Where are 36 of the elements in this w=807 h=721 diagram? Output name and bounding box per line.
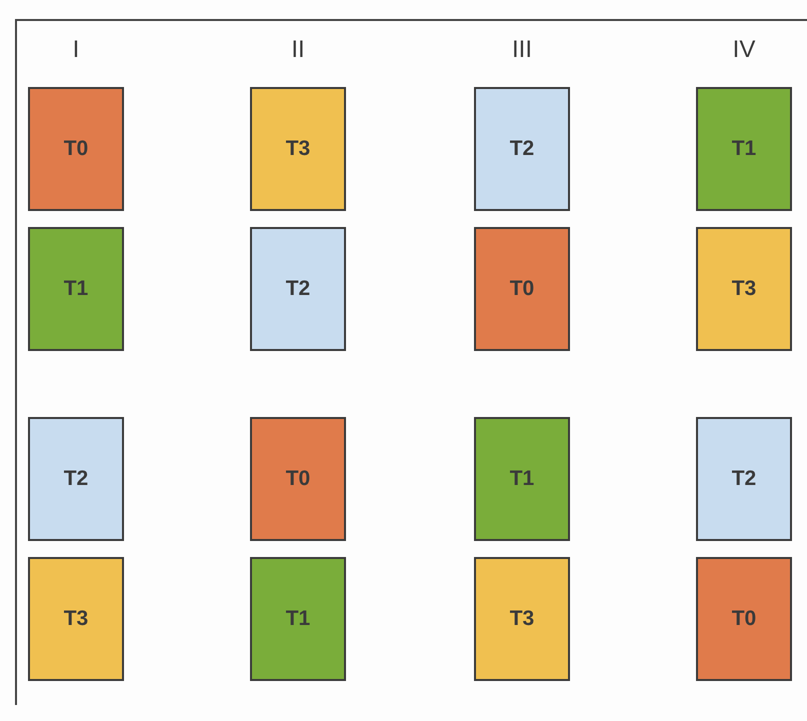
colored-box [28, 87, 124, 211]
box-label: T3 [64, 607, 88, 631]
colored-box [696, 557, 792, 681]
box-label: T1 [510, 467, 534, 491]
colored-box [696, 87, 792, 211]
colored-box [28, 557, 124, 681]
box-label: T0 [510, 277, 534, 301]
colored-box [474, 557, 570, 681]
box-label: T2 [286, 277, 310, 301]
box-label: T1 [64, 277, 88, 301]
box-label: T3 [510, 607, 534, 631]
box-label: T3 [732, 277, 756, 301]
box-label: T2 [510, 137, 534, 161]
colored-box [250, 87, 346, 211]
colored-box [250, 557, 346, 681]
colored-box [28, 227, 124, 351]
column-heading: III [510, 36, 533, 64]
box-label: T0 [64, 137, 88, 161]
colored-box [474, 417, 570, 541]
colored-box [250, 417, 346, 541]
box-label: T1 [732, 137, 756, 161]
box-label: T0 [732, 607, 756, 631]
colored-box [474, 227, 570, 351]
column-heading: II [290, 36, 306, 64]
box-label: T2 [732, 467, 756, 491]
box-label: T0 [286, 467, 310, 491]
box-label: T2 [64, 467, 88, 491]
colored-box [696, 417, 792, 541]
column-heading: I [72, 36, 80, 64]
box-label: T1 [286, 607, 310, 631]
colored-box [474, 87, 570, 211]
colored-box [696, 227, 792, 351]
colored-box [250, 227, 346, 351]
column-heading: IV [732, 36, 756, 64]
box-label: T3 [286, 137, 310, 161]
colored-box [28, 417, 124, 541]
